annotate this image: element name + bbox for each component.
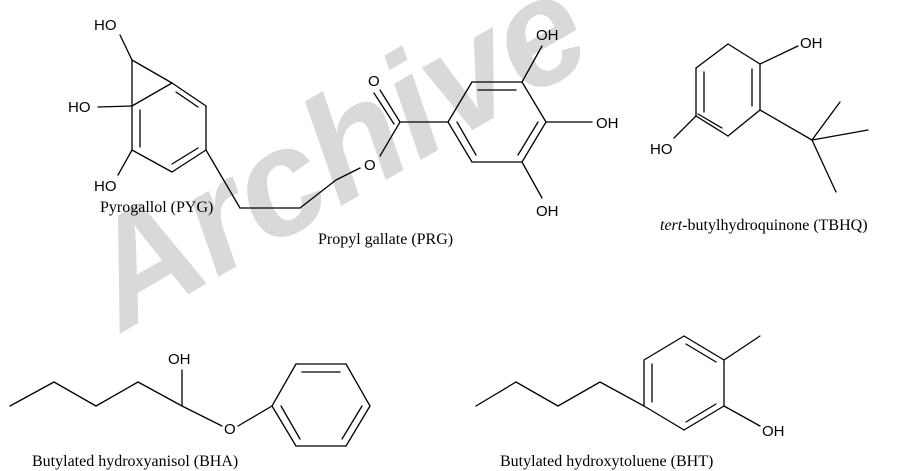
prg-ester-o-label: O [364, 157, 376, 174]
bha-structure [9, 363, 371, 447]
prg-caption: Propyl gallate (PRG) [318, 231, 453, 248]
bha-oh-label: OH [168, 351, 191, 368]
tbhq-caption: tert-butylhydroquinone (TBHQ) [660, 217, 868, 234]
prg-oh-right-label: OH [596, 115, 619, 132]
pyg-oh-middle-label: HO [68, 99, 91, 116]
propyl-gallate-structure [373, 45, 593, 199]
pyg-caption: Pyrogallol (PYG) [100, 199, 213, 216]
watermark: Archive [51, 0, 615, 362]
prg-carbonyl-o-label: O [368, 73, 380, 90]
bht-oh-label: OH [762, 423, 785, 440]
pyrogallol-structure [97, 34, 361, 209]
tbhq-oh-top-label: OH [800, 35, 823, 52]
bha-ether-o-label: O [224, 421, 236, 438]
pyg-oh-top-label: HO [94, 17, 117, 34]
pyg-oh-bottom-label: HO [94, 178, 117, 195]
bha-caption: Butylated hydroxyanisol (BHA) [32, 453, 238, 470]
tbhq-caption-rest: -butylhydroquinone (TBHQ) [682, 217, 867, 234]
prg-oh-bottom-label: OH [536, 203, 559, 220]
tbhq-structure [673, 43, 869, 193]
tbhq-caption-italic: tert [660, 217, 683, 234]
prg-oh-top-label: OH [536, 27, 559, 44]
bht-caption: Butylated hydroxytoluene (BHT) [500, 453, 713, 470]
bht-structure [475, 335, 761, 431]
tbhq-oh-bottom-label: HO [650, 141, 673, 158]
